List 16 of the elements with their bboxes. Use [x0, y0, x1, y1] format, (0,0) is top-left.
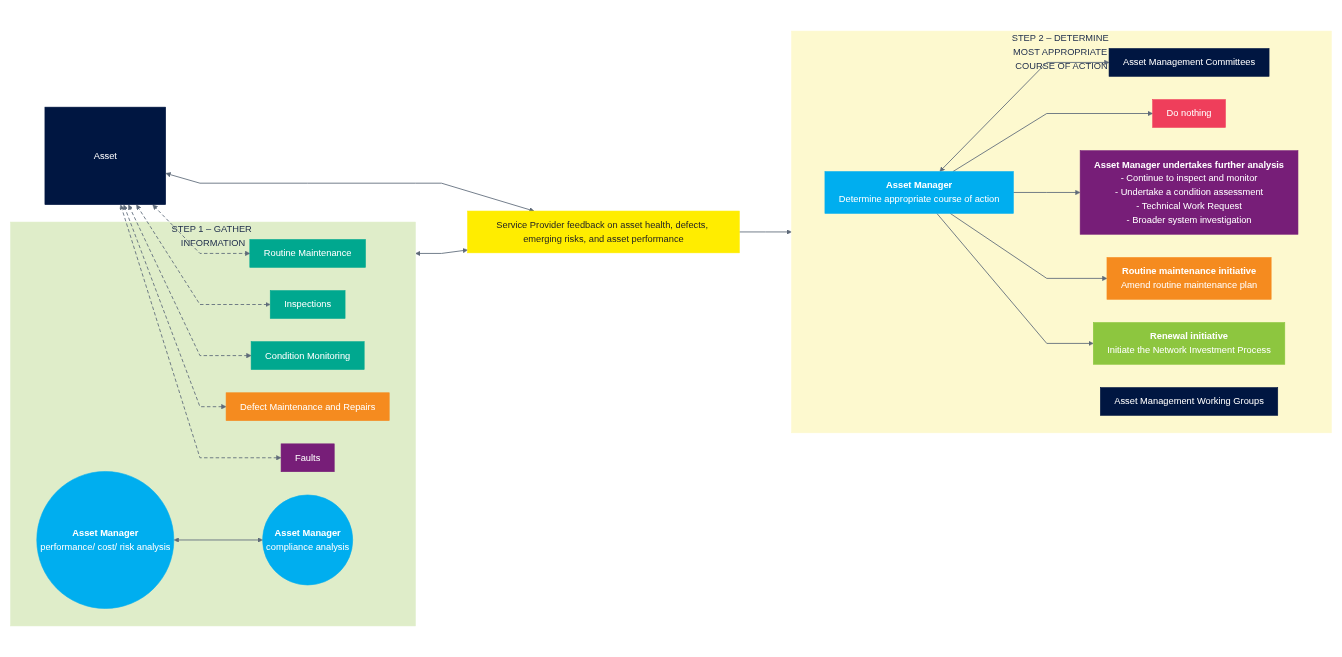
node-box: Routine maintenance initiative Amend routine maintenance plan	[1106, 257, 1272, 300]
node-box: Asset Management Working Groups	[1100, 387, 1279, 416]
node-box: Do nothing	[1152, 99, 1226, 128]
node-circle: Asset Manager compliance analysis	[262, 494, 353, 586]
node-box: Asset Manager undertakes further analysis - Continue to inspect and monitor - Undertake a condition assessment - Technical Work Request - Broader system investigation	[1079, 150, 1299, 235]
node-box: Routine Maintenance	[249, 239, 366, 268]
node-box: Renewal initiative Initiate the Network Investment Process	[1093, 322, 1286, 365]
node-box: Faults	[280, 443, 335, 472]
node-box: Service Provider feedback on asset health, defects, emerging risks, and asset performance	[467, 210, 740, 254]
node-box: Defect Maintenance and Repairs	[225, 392, 390, 421]
node-box: Condition Monitoring	[250, 341, 365, 370]
node-circle: Asset Manager performance/ cost/ risk analysis	[36, 471, 175, 609]
node-box: Asset Manager Determine appropriate course of action	[824, 171, 1014, 214]
node-box: Inspections	[269, 290, 346, 319]
node-box: Asset	[44, 106, 166, 205]
node-box: Asset Management Committees	[1108, 48, 1270, 77]
